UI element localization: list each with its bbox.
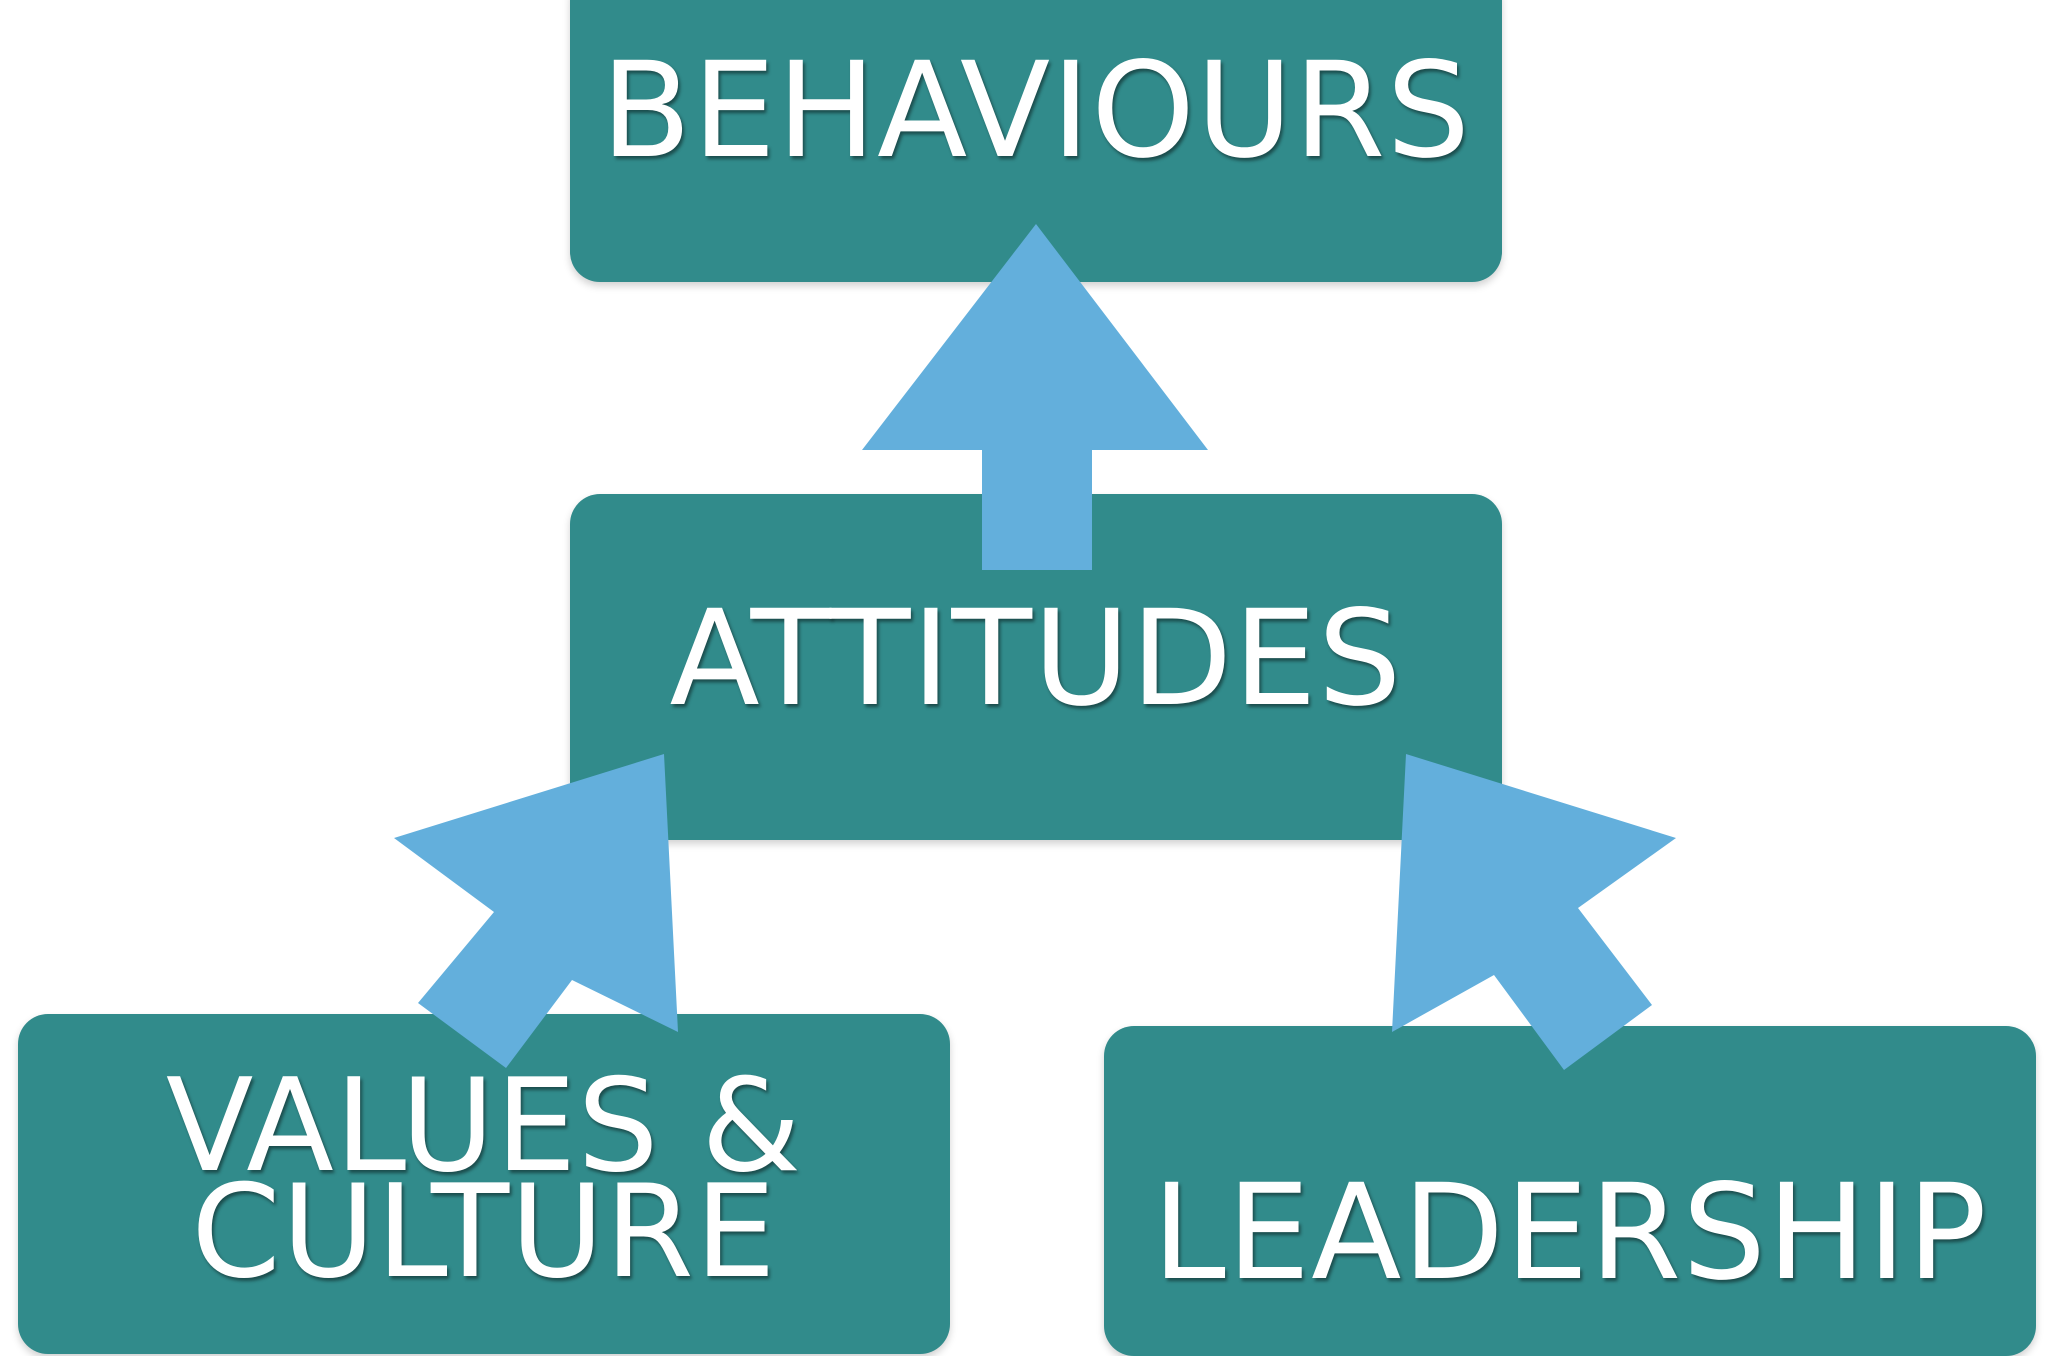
node-attitudes: ATTITUDES	[570, 494, 1502, 840]
node-behaviours-label: BEHAVIOURS	[600, 34, 1472, 188]
node-values-culture-label: VALUES & CULTURE	[165, 1052, 803, 1307]
node-leadership: LEADERSHIP	[1104, 1026, 2036, 1356]
node-attitudes-label: ATTITUDES	[669, 582, 1403, 736]
node-behaviours: BEHAVIOURS	[570, 0, 1502, 282]
node-leadership-label: LEADERSHIP	[1152, 1156, 1988, 1310]
node-values-culture: VALUES & CULTURE	[18, 1014, 950, 1354]
